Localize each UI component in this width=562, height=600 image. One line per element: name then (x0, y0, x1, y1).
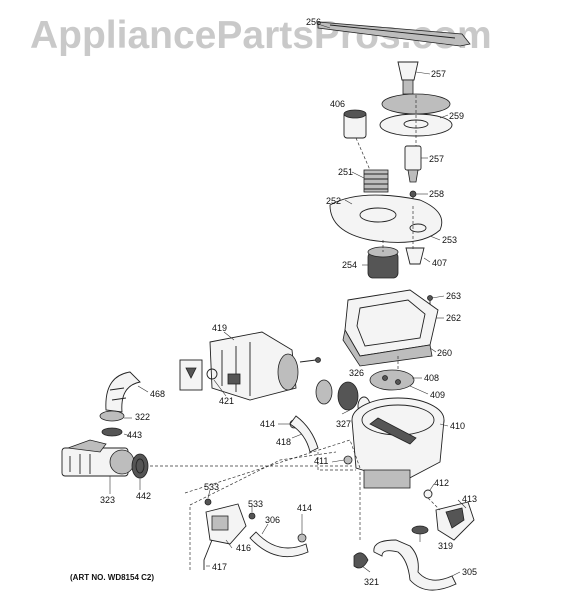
part-motor-screw[interactable] (299, 357, 321, 363)
label-263: 263 (446, 291, 462, 301)
label-323: 323 (100, 495, 116, 505)
label-411: 411 (314, 456, 329, 466)
label-408: 408 (424, 373, 440, 383)
part-411-fitting[interactable] (343, 455, 353, 465)
label-260: 260 (437, 348, 453, 358)
leader-lines (109, 23, 467, 577)
part-408-409-disc[interactable] (369, 369, 415, 391)
part-256-upper-spray-arm[interactable] (317, 21, 471, 47)
part-322-clamp[interactable] (99, 410, 125, 422)
part-533-clip-b[interactable] (248, 512, 256, 520)
label-421: 421 (219, 396, 235, 406)
part-412-ball[interactable] (423, 489, 433, 499)
part-414-clamp-b[interactable] (297, 533, 307, 543)
label-319: 319 (438, 541, 454, 551)
label-256: 256 (306, 17, 322, 27)
part-305-drain-hose[interactable] (373, 539, 457, 591)
label-533: 533 (204, 482, 220, 492)
part-251-spring[interactable] (363, 169, 389, 193)
part-257-nozzle[interactable] (404, 145, 422, 183)
part-319-clamp[interactable] (411, 525, 429, 535)
part-533-clip-a[interactable] (204, 498, 212, 506)
part-418-hose[interactable] (289, 415, 319, 453)
part-257-hub[interactable] (397, 61, 419, 95)
label-407: 407 (432, 258, 448, 268)
label-442: 442 (136, 491, 152, 501)
assembly-line-9 (427, 497, 441, 511)
label-443: 443 (127, 430, 143, 440)
assembly-line-2 (184, 439, 361, 494)
part-252-253-plate[interactable] (329, 194, 443, 243)
assembly-line-3 (189, 451, 337, 570)
label-305: 305 (462, 567, 478, 577)
label-416: 416 (236, 543, 252, 553)
part-416-module[interactable] (203, 503, 247, 570)
label-417: 417 (212, 562, 228, 572)
part-410-pump-housing[interactable] (351, 397, 445, 489)
label-257: 257 (431, 69, 447, 79)
part-407-cap[interactable] (405, 247, 425, 265)
part-442-coupler[interactable] (131, 453, 149, 479)
label-254: 254 (342, 260, 358, 270)
part-406-valve[interactable] (343, 109, 371, 171)
label-322: 322 (135, 412, 151, 422)
label-406: 406 (330, 99, 346, 109)
part-421-bracket[interactable] (179, 359, 218, 391)
part-468-hose[interactable] (105, 371, 141, 413)
label-262: 262 (446, 313, 462, 323)
label-321: 321 (364, 577, 380, 587)
label-326: 326 (349, 368, 365, 378)
label-327: 327 (336, 419, 352, 429)
part-306-hose[interactable] (249, 531, 309, 558)
part-419-motor[interactable] (209, 331, 299, 401)
label-257-b: 257 (429, 154, 445, 164)
label-306: 306 (265, 515, 281, 525)
assembly-line-4 (317, 452, 356, 471)
label-418: 418 (276, 437, 292, 447)
label-414-b: 414 (297, 503, 313, 513)
label-419: 419 (212, 323, 228, 333)
label-410: 410 (450, 421, 466, 431)
label-258: 258 (429, 189, 445, 199)
part-262-260-housing[interactable] (342, 289, 439, 367)
label-533-b: 533 (248, 499, 264, 509)
label-414: 414 (260, 419, 276, 429)
part-323-drain-pump[interactable] (61, 439, 135, 477)
part-413-valve[interactable] (435, 501, 475, 541)
label-468: 468 (150, 389, 166, 399)
part-321-clamp[interactable] (353, 552, 369, 569)
label-409: 409 (430, 390, 446, 400)
label-253: 253 (442, 235, 458, 245)
label-413: 413 (462, 494, 478, 504)
label-252: 252 (326, 196, 342, 206)
label-412: 412 (434, 478, 450, 488)
part-443-clamp[interactable] (101, 427, 123, 437)
label-259: 259 (449, 111, 465, 121)
art-number: (ART NO. WD8154 C2) (70, 573, 155, 582)
label-251: 251 (338, 167, 354, 177)
